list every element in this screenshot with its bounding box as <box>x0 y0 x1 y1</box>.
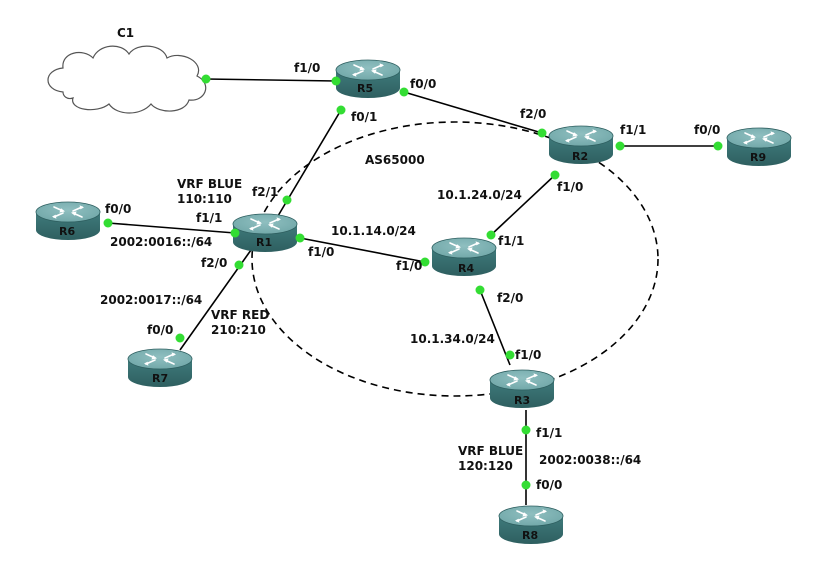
vrf-blue-r3-name: VRF BLUE <box>458 444 523 458</box>
router-r9-label: R9 <box>750 151 766 164</box>
network-label-r1-r4: 10.1.14.0/24 <box>331 224 416 238</box>
network-label-r2-r4: 10.1.24.0/24 <box>437 188 522 202</box>
port-dot[interactable] <box>475 285 485 295</box>
port-label-r7-f00: f0/0 <box>147 323 173 337</box>
link-r6-r1[interactable] <box>107 222 236 234</box>
port-label-r3-f10: f1/0 <box>515 348 541 362</box>
port-label-r8-f00: f0/0 <box>536 478 562 492</box>
link-r5-r1[interactable] <box>271 109 342 227</box>
port-dot[interactable] <box>282 195 292 205</box>
port-label-r1-f10: f1/0 <box>308 245 334 259</box>
cloud-icon[interactable] <box>47 45 207 114</box>
network-label-r3-r4: 10.1.34.0/24 <box>410 332 495 346</box>
vrf-blue-r1-name: VRF BLUE <box>177 177 242 191</box>
link-r5-r2[interactable] <box>403 91 543 134</box>
links <box>107 78 718 505</box>
port-dot[interactable] <box>331 76 341 86</box>
router-r3-label: R3 <box>514 394 530 407</box>
port-label-r1-f21: f2/1 <box>252 185 278 199</box>
port-dot[interactable] <box>537 128 547 138</box>
link-r4-r3[interactable] <box>479 289 511 366</box>
vrf-red-r1-rd: 210:210 <box>211 323 266 337</box>
router-r1-label: R1 <box>256 236 272 249</box>
port-dot[interactable] <box>505 350 515 360</box>
port-dot[interactable] <box>521 425 531 435</box>
router-r4-label: R4 <box>458 262 474 275</box>
port-dot[interactable] <box>103 218 113 228</box>
router-r7-label: R7 <box>152 372 168 385</box>
port-dot[interactable] <box>420 257 430 267</box>
port-dot[interactable] <box>615 141 625 151</box>
network-label-r1-r6: 2002:0016::/64 <box>110 235 212 249</box>
port-label-r1-f11: f1/1 <box>196 211 222 225</box>
port-dot[interactable] <box>295 233 305 243</box>
as-label: AS65000 <box>365 153 425 167</box>
port-dot[interactable] <box>486 230 496 240</box>
cloud-label: C1 <box>117 26 134 40</box>
vrf-blue-r1-rd: 110:110 <box>177 192 232 206</box>
port-label-r3-f11: f1/1 <box>536 426 562 440</box>
port-label-r6-f00: f0/0 <box>105 202 131 216</box>
port-dot[interactable] <box>713 141 723 151</box>
port-dot[interactable] <box>234 260 244 270</box>
port-label-r4-f20: f2/0 <box>497 291 523 305</box>
port-dot[interactable] <box>230 228 240 238</box>
network-label-r3-r8: 2002:0038::/64 <box>539 453 641 467</box>
router-r6-label: R6 <box>59 225 75 238</box>
port-dot[interactable] <box>521 480 531 490</box>
port-dot[interactable] <box>399 87 409 97</box>
router-r8-label: R8 <box>522 529 538 542</box>
router-r2-label: R2 <box>572 150 588 163</box>
port-dot[interactable] <box>336 105 346 115</box>
port-label-r4-f11: f1/1 <box>498 234 524 248</box>
vrf-blue-r3-rd: 120:120 <box>458 459 513 473</box>
router-r5-label: R5 <box>357 82 373 95</box>
port-dot[interactable] <box>550 170 560 180</box>
port-label-r5-f01: f0/1 <box>351 110 377 124</box>
port-dot[interactable] <box>201 74 211 84</box>
port-dots <box>103 74 723 490</box>
port-label-r5-f00: f0/0 <box>410 77 436 91</box>
port-label-r1-f20: f2/0 <box>201 256 227 270</box>
link-c1-r5[interactable] <box>205 78 337 82</box>
port-label-r9-f00: f0/0 <box>694 123 720 137</box>
port-label-r2-f20: f2/0 <box>520 107 546 121</box>
port-label-r2-f11: f1/1 <box>620 123 646 137</box>
vrf-red-r1-name: VRF RED <box>211 308 269 322</box>
port-label-c1-r5: f1/0 <box>294 61 320 75</box>
link-r2-r4[interactable] <box>490 174 556 236</box>
port-dot[interactable] <box>175 333 185 343</box>
port-label-r2-f10: f1/0 <box>557 180 583 194</box>
link-r1-r4[interactable] <box>299 237 426 263</box>
as-boundary <box>251 121 659 397</box>
port-label-r4-f10: f1/0 <box>396 259 422 273</box>
network-label-r1-r7: 2002:0017::/64 <box>100 293 202 307</box>
